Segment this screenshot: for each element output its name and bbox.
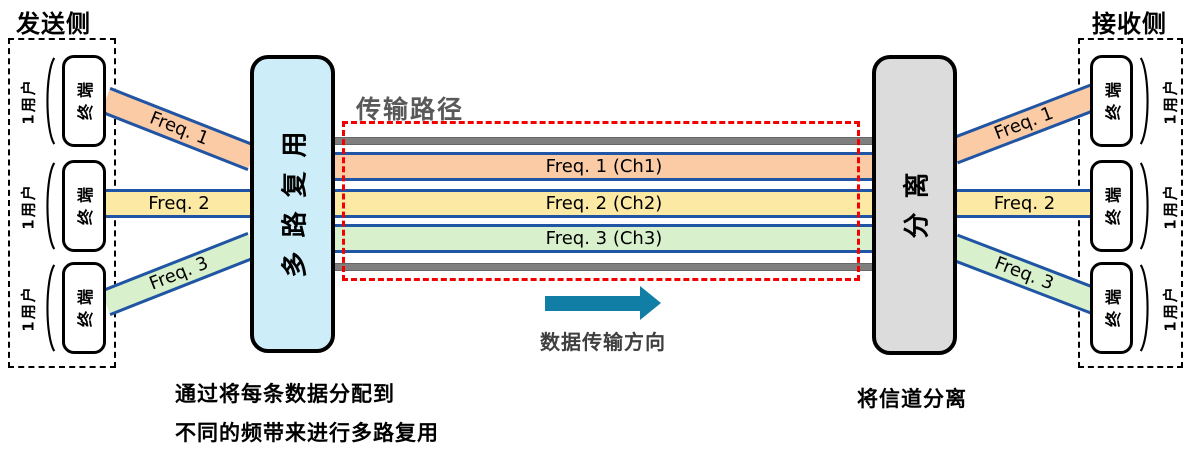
receiver-user1-brace: [1139, 57, 1149, 145]
sender-terminal2-box: 终端: [62, 160, 106, 252]
sender-terminal3-label: 终端: [76, 282, 96, 328]
receiver-user2-brace: [1139, 162, 1149, 250]
receiver-terminal1-box: 终端: [1090, 55, 1133, 147]
sender-user1-label: 1用户: [19, 77, 38, 125]
multiplex-caption-line1: 通过将每条数据分配到: [175, 382, 395, 406]
sender-user1-brace: [46, 57, 56, 145]
receiver-terminal2-label: 终端: [1103, 180, 1123, 226]
multiplex-caption-line2: 不同的频带来进行多路复用: [175, 421, 439, 445]
sender-user3-brace: [46, 264, 56, 352]
sender-link-band-freq3: Freq. 3: [100, 232, 258, 316]
multiplexer-box: 多路复用: [250, 55, 335, 353]
channel-band-freq2: Freq. 2 (Ch2): [335, 189, 873, 218]
receiver-title: 接收侧: [1092, 10, 1167, 38]
sender-link-band-freq1: Freq. 1: [100, 87, 258, 171]
sender-user3-label: 1用户: [19, 284, 38, 332]
sender-link-band-freq2: Freq. 2: [106, 189, 252, 218]
channel-band-freq3: Freq. 3 (Ch3): [335, 224, 873, 253]
separate-caption: 将信道分离: [857, 387, 967, 411]
receiver-user2-label: 1用户: [1161, 182, 1180, 230]
sender-terminal2-label: 终端: [76, 180, 96, 226]
separator-box: 分离: [872, 55, 957, 355]
separator-label: 分离: [902, 157, 933, 239]
receiver-link-band-freq2: Freq. 2: [955, 189, 1094, 218]
sender-terminal1-box: 终端: [62, 55, 106, 147]
receiver-user3-brace: [1139, 264, 1149, 352]
receiver-user1-label: 1用户: [1161, 77, 1180, 125]
direction-arrow-icon: [545, 296, 641, 311]
receiver-terminal1-label: 终端: [1103, 75, 1123, 121]
guide-bar-bottom: [335, 263, 873, 271]
multiplexer-label: 多路复用: [280, 116, 311, 278]
sender-title: 发送侧: [16, 10, 91, 38]
receiver-terminal3-box: 终端: [1090, 262, 1133, 354]
direction-arrow-head-icon: [640, 286, 661, 320]
sender-terminal1-label: 终端: [76, 75, 96, 121]
sender-terminal3-box: 终端: [62, 262, 106, 354]
receiver-terminal2-box: 终端: [1090, 160, 1133, 252]
sender-user2-label: 1用户: [19, 182, 38, 230]
receiver-terminal3-label: 终端: [1103, 282, 1123, 328]
sender-user2-brace: [46, 162, 56, 250]
direction-arrow-label: 数据传输方向: [540, 330, 666, 354]
receiver-user3-label: 1用户: [1161, 284, 1180, 332]
transmission-path-title: 传输路径: [356, 95, 465, 124]
guide-bar-top: [335, 137, 873, 145]
channel-band-freq1: Freq. 1 (Ch1): [335, 152, 873, 181]
